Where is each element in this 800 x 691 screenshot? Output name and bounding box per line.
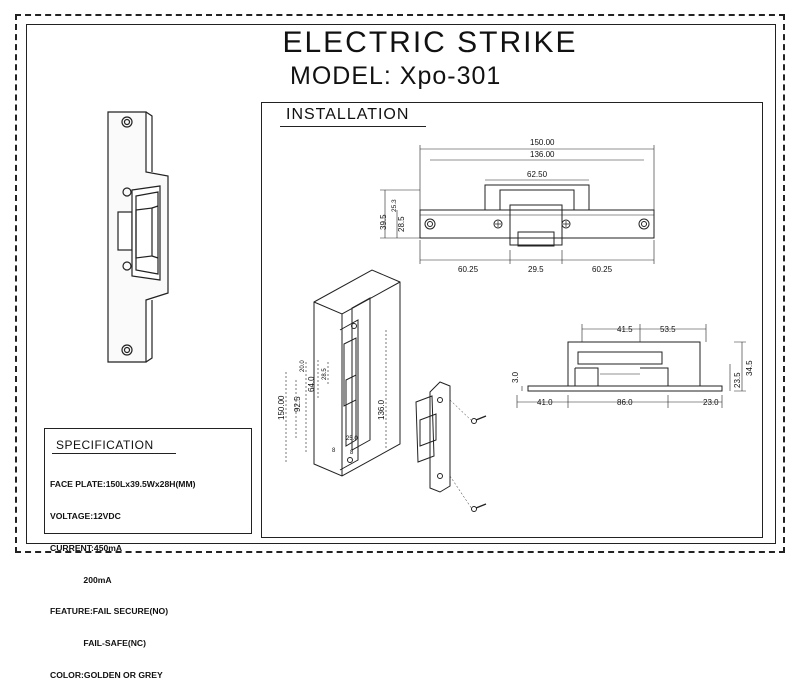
spec-voltage: VOLTAGE:12VDC: [50, 510, 121, 521]
dim-left-segment: 60.25: [458, 265, 479, 274]
outer-dashed-border: [15, 14, 785, 553]
dim-hole-spacing: 136.00: [530, 150, 555, 159]
dim-height-small: 23.5: [733, 372, 742, 388]
side-view-labels: 41.5 53.5 41.0 86.0 23.0 3.0 23.5 34.5: [511, 325, 754, 407]
dim-height-large: 34.5: [745, 360, 754, 376]
product-perspective-view: [107, 111, 169, 363]
page-title: ELECTRIC STRIKE: [282, 26, 578, 59]
installation-perspective-view: [285, 269, 487, 512]
dim-bottom-right: 23.0: [703, 398, 719, 407]
dim-install-depth: 136.0: [377, 399, 386, 420]
specification-panel: [44, 428, 252, 534]
dim-overall-length: 150.00: [530, 138, 555, 147]
specification-title: SPECIFICATION: [56, 438, 154, 452]
spec-current-2: 200mA: [50, 574, 112, 585]
dim-bottom-left: 41.0: [537, 398, 553, 407]
dim-plate-width: 39.5: [379, 214, 388, 230]
dim-install-small1: 20.0: [300, 360, 306, 372]
spec-face-plate: FACE PLATE:150Lx39.5Wx28H(MM): [50, 479, 196, 490]
dim-body-height: 28.5: [397, 216, 406, 232]
dim-right-segment: 60.25: [592, 265, 613, 274]
dim-middle-segment: 29.5: [528, 265, 544, 274]
specification-underline: [52, 453, 176, 454]
dim-top-right: 53.5: [660, 325, 676, 334]
spec-feature-2: FAIL-SAFE(NC): [50, 638, 146, 649]
installation-label: INSTALLATION: [286, 106, 410, 123]
dim-install-body: 64.0: [307, 376, 316, 392]
specification-list: FACE PLATE:150Lx39.5Wx28H(MM) VOLTAGE:12…: [50, 458, 196, 691]
spec-feature: FEATURE:FAIL SECURE(NO): [50, 606, 169, 617]
drawing-frame: [26, 24, 776, 544]
dim-install-w3: 8: [350, 450, 354, 456]
dim-thickness: 3.0: [511, 371, 520, 383]
spec-color: COLOR:GOLDEN OR GREY: [50, 669, 163, 680]
installation-underline: [280, 126, 426, 127]
dim-install-small2: 28.5: [322, 368, 328, 380]
dim-install-overall: 150.00: [277, 395, 286, 420]
dim-install-w1: 25.0: [346, 436, 358, 442]
dim-body-width: 62.50: [527, 170, 548, 179]
dim-install-cutout: 92.5: [293, 396, 302, 412]
front-view-labels: 150.00 136.00 62.50 60.25 29.5 60.25 39.…: [379, 138, 613, 274]
side-view: [516, 324, 746, 408]
spec-current: CURRENT:450mA: [50, 542, 123, 553]
dim-install-w2: 8: [332, 448, 336, 454]
model-number: MODEL: Xpo-301: [290, 62, 502, 90]
dim-bottom-mid: 86.0: [617, 398, 633, 407]
installation-view-labels: 150.00 92.5 64.0 20.0 28.5 136.0 25.0 8 …: [277, 360, 386, 456]
dim-offset: 25.3: [391, 199, 398, 212]
front-view: [380, 145, 655, 264]
dim-top-left: 41.5: [617, 325, 633, 334]
technical-drawing: 150.00 136.00 62.50 60.25 29.5 60.25 39.…: [107, 111, 754, 512]
